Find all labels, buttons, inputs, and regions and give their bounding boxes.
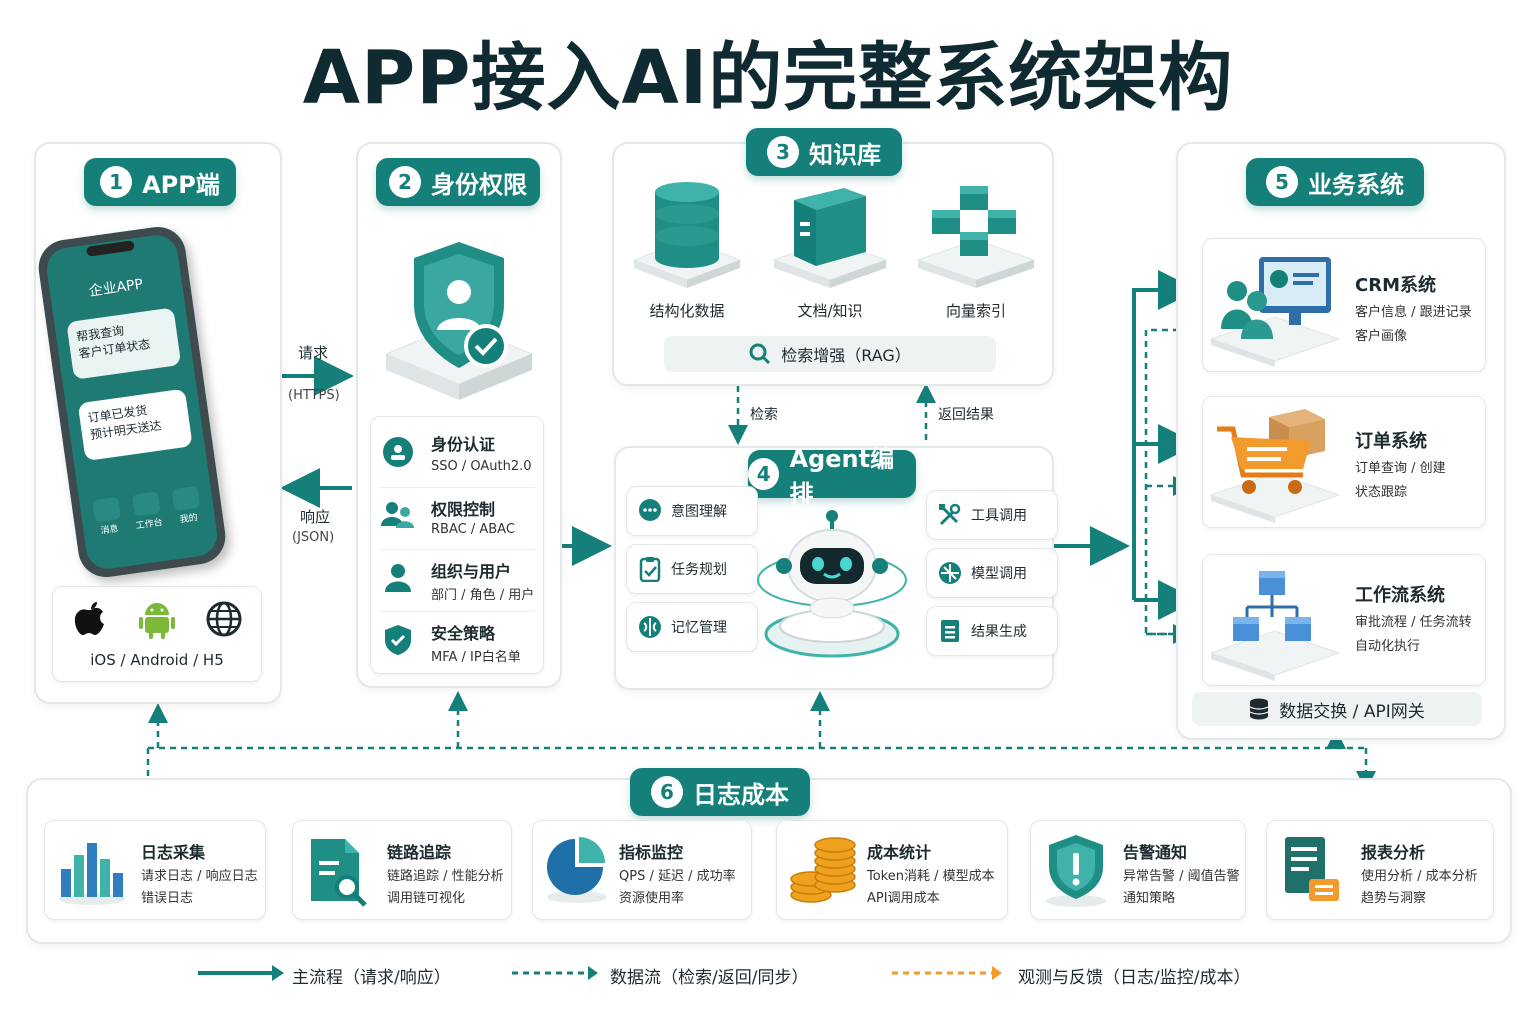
api-gateway-bar: 数据交换 / API网关 <box>1192 692 1482 726</box>
document-icon <box>941 620 959 642</box>
agent-memory: 记忆管理 <box>626 602 758 652</box>
retrieve-label: 检索 <box>750 407 778 423</box>
book-icon <box>772 188 888 288</box>
search-icon <box>749 343 771 365</box>
legend-solid-line <box>198 965 284 981</box>
model-icon <box>939 562 961 584</box>
section-identity-header: 2 身份权限 <box>376 158 540 206</box>
users-icon <box>381 502 414 528</box>
section-number: 5 <box>1266 166 1298 198</box>
chat-icon <box>639 499 661 521</box>
agent-result: 结果生成 <box>926 606 1058 656</box>
apple-icon <box>74 602 104 635</box>
legend-data-flow: 数据流（检索/返回/同步） <box>610 968 809 988</box>
alert-card: 告警通知 异常告警 / 阈值告警 通知策略 <box>1030 820 1246 920</box>
system-order: 订单系统 订单查询 / 创建 状态跟踪 <box>1202 396 1486 528</box>
cubes-icon <box>916 186 1036 288</box>
profile-icon <box>171 485 201 512</box>
briefcase-icon <box>131 491 161 517</box>
metrics-card: 指标监控 QPS / 延迟 / 成功率 资源使用率 <box>532 820 752 920</box>
page-title: APP接入AI的完整系统架构 <box>302 35 1234 121</box>
section-title: Agent编排 <box>789 445 895 508</box>
section-app-header: 1 APP端 <box>84 158 236 206</box>
chat-icon <box>92 496 122 523</box>
section-agent-header: 4 Agent编排 <box>748 445 916 508</box>
identity-item-security: 安全策略 MFA / IP白名单 <box>379 611 535 668</box>
brain-icon <box>639 616 661 638</box>
nav-me[interactable]: 我的 <box>168 485 209 539</box>
section-number: 3 <box>767 136 799 168</box>
system-crm: CRM系统 客户信息 / 跟进记录 客户画像 <box>1202 238 1486 372</box>
identity-item-auth: 身份认证 SSO / OAuth2.0 <box>379 425 535 481</box>
report-icon <box>1285 837 1339 901</box>
crm-icon <box>1209 257 1341 367</box>
tools-icon <box>939 503 961 526</box>
section-title: 身份权限 <box>431 170 527 199</box>
response-label: 响应 <box>300 508 331 526</box>
cost-card: 成本统计 Token消耗 / 模型成本 API调用成本 <box>776 820 1008 920</box>
section-title: 业务系统 <box>1308 170 1404 199</box>
legend-dashed-line <box>512 966 598 980</box>
section-logs-header: 6 日志成本 <box>630 768 810 816</box>
pie-icon <box>547 837 607 903</box>
platforms-label: iOS / Android / H5 <box>90 651 224 669</box>
section-number: 1 <box>100 166 133 198</box>
alert-shield-icon <box>1046 835 1106 907</box>
request-label: 请求 <box>298 344 329 362</box>
coins-icon <box>790 837 856 903</box>
agent-model: 模型调用 <box>926 548 1058 598</box>
identity-shield-icon <box>384 242 534 400</box>
shield-check-icon <box>385 625 411 655</box>
id-badge-icon <box>383 437 413 467</box>
trace-icon <box>311 839 367 907</box>
cart-icon <box>1209 409 1341 523</box>
robot-agent-icon <box>757 510 907 658</box>
android-icon <box>139 603 175 639</box>
section-number: 6 <box>651 776 683 808</box>
rag-search-bar[interactable]: 检索增强（RAG） <box>664 336 996 372</box>
user-icon <box>385 564 411 592</box>
legend: 主流程（请求/响应） 数据流（检索/返回/同步） 观测与反馈（日志/监控/成本） <box>196 958 1296 990</box>
system-workflow: 工作流系统 审批流程 / 任务流转 自动化执行 <box>1202 554 1486 686</box>
agent-intent: 意图理解 <box>626 486 758 536</box>
identity-item-org: 组织与用户 部门 / 角色 / 用户 <box>379 549 535 606</box>
section-number: 4 <box>748 458 780 490</box>
section-business-header: 5 业务系统 <box>1246 158 1424 206</box>
identity-item-permission: 权限控制 RBAC / ABAC <box>379 487 535 544</box>
section-number: 2 <box>389 166 421 198</box>
globe-icon <box>206 601 242 637</box>
workflow-icon <box>1209 571 1341 681</box>
tracing-card: 链路追踪 链路追踪 / 性能分析 调用链可视化 <box>292 820 512 920</box>
log-collection-card: 日志采集 请求日志 / 响应日志 错误日志 <box>44 820 266 920</box>
return-label: 返回结果 <box>938 407 994 423</box>
request-protocol: (HTTPS) <box>288 388 340 403</box>
kb-vector-label: 向量索引 <box>945 302 1006 320</box>
section-title: APP端 <box>142 170 220 199</box>
section-title: 知识库 <box>809 140 881 169</box>
agent-tools: 工具调用 <box>926 490 1058 540</box>
identity-list: 身份认证 SSO / OAuth2.0 权限控制 RBAC / ABAC 组织与… <box>370 416 544 674</box>
database-icon <box>1250 698 1269 720</box>
section-knowledge-header: 3 知识库 <box>746 128 902 176</box>
nav-workbench[interactable]: 工作台 <box>128 491 169 545</box>
report-card: 报表分析 使用分析 / 成本分析 趋势与洞察 <box>1266 820 1494 920</box>
database-icon <box>632 182 742 288</box>
response-protocol: (JSON) <box>292 530 335 545</box>
rag-label: 检索增强（RAG） <box>781 346 911 365</box>
bar-chart-icon <box>59 843 125 905</box>
legend-orange-line <box>892 966 1002 980</box>
clipboard-icon <box>639 557 661 582</box>
legend-observability: 观测与反馈（日志/监控/成本） <box>1018 968 1251 988</box>
agent-planning: 任务规划 <box>626 544 758 594</box>
kb-docs-label: 文档/知识 <box>797 302 863 320</box>
platforms-card: iOS / Android / H5 <box>52 586 262 682</box>
nav-messages[interactable]: 消息 <box>88 496 129 550</box>
kb-structured-label: 结构化数据 <box>649 302 725 320</box>
legend-main-flow: 主流程（请求/响应） <box>292 968 451 988</box>
section-title: 日志成本 <box>693 780 789 809</box>
